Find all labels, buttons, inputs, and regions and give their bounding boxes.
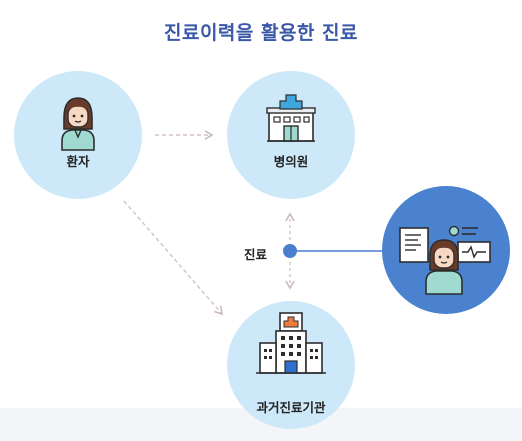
care-node-dot	[283, 244, 297, 258]
hospital-building-icon	[256, 312, 326, 374]
patient-to-past-institution-arrow	[123, 200, 224, 316]
patient-label: 환자	[66, 154, 90, 169]
doctor-with-records-icon	[399, 225, 491, 295]
care-label: 진료	[244, 247, 268, 262]
doctor-node	[382, 186, 510, 314]
diagram-title: 진료이력을 활용한 진료	[163, 22, 359, 44]
clinic-node: 병의원	[227, 71, 355, 199]
patient-icon	[61, 97, 95, 151]
past-institution-label: 과거진료기관	[256, 400, 326, 415]
clinic-building-icon	[266, 94, 316, 142]
past-institution-node: 과거진료기관	[227, 301, 355, 429]
patient-node: 환자	[14, 71, 142, 199]
clinic-label: 병의원	[273, 154, 309, 169]
